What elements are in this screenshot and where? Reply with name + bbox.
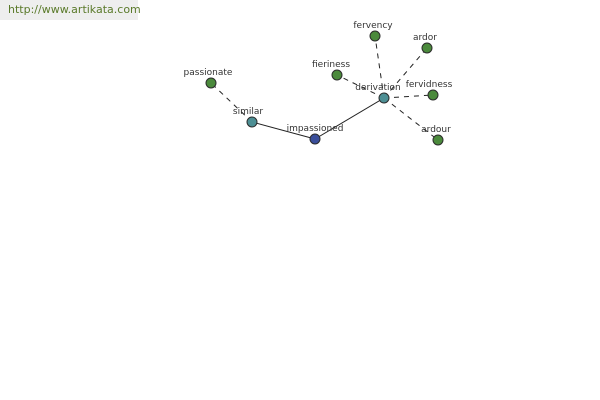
node-fervidness[interactable]: fervidness — [406, 80, 453, 101]
node-similar[interactable]: similar — [233, 107, 263, 128]
source-link[interactable]: http://www.artikata.com — [0, 0, 141, 20]
node-circle-similar[interactable] — [246, 116, 258, 128]
node-fieriness[interactable]: fieriness — [312, 60, 350, 81]
node-label-center[interactable]: impassioned — [287, 124, 344, 134]
node-circle-fervidness[interactable] — [427, 89, 439, 101]
node-ardour[interactable]: ardour — [421, 125, 451, 146]
node-ardor[interactable]: ardor — [413, 33, 437, 54]
edge-derivation-fervidness — [383, 94, 434, 99]
node-fervency[interactable]: fervency — [353, 21, 393, 42]
node-circle-ardor[interactable] — [421, 42, 433, 54]
node-circle-passionate[interactable] — [205, 77, 217, 89]
node-derivation[interactable]: derivation — [355, 83, 401, 104]
edge-derivation-ardor — [383, 47, 428, 99]
node-label-fervidness[interactable]: fervidness — [406, 80, 453, 90]
node-label-derivation[interactable]: derivation — [355, 83, 401, 93]
node-label-passionate[interactable]: passionate — [184, 68, 233, 78]
node-circle-derivation[interactable] — [378, 92, 390, 104]
node-center[interactable]: impassioned — [287, 124, 344, 145]
node-circle-fervency[interactable] — [369, 30, 381, 42]
node-label-ardor[interactable]: ardor — [413, 33, 437, 43]
edge-center-derivation — [314, 97, 385, 140]
node-label-ardour[interactable]: ardour — [421, 125, 451, 135]
node-circle-fieriness[interactable] — [331, 69, 343, 81]
node-passionate[interactable]: passionate — [184, 68, 233, 89]
node-circle-center[interactable] — [309, 133, 321, 145]
node-label-fieriness[interactable]: fieriness — [312, 60, 350, 70]
edge-derivation-fervency — [374, 35, 385, 99]
edges-layer — [210, 35, 439, 141]
edge-center-similar — [251, 121, 316, 140]
node-circle-ardour[interactable] — [432, 134, 444, 146]
node-label-similar[interactable]: similar — [233, 107, 263, 117]
edge-derivation-ardour — [383, 97, 439, 141]
node-label-fervency[interactable]: fervency — [353, 21, 393, 31]
nodes-layer: impassioned similar derivation passionate fi… — [184, 21, 453, 146]
edge-derivation-fieriness — [336, 74, 385, 99]
